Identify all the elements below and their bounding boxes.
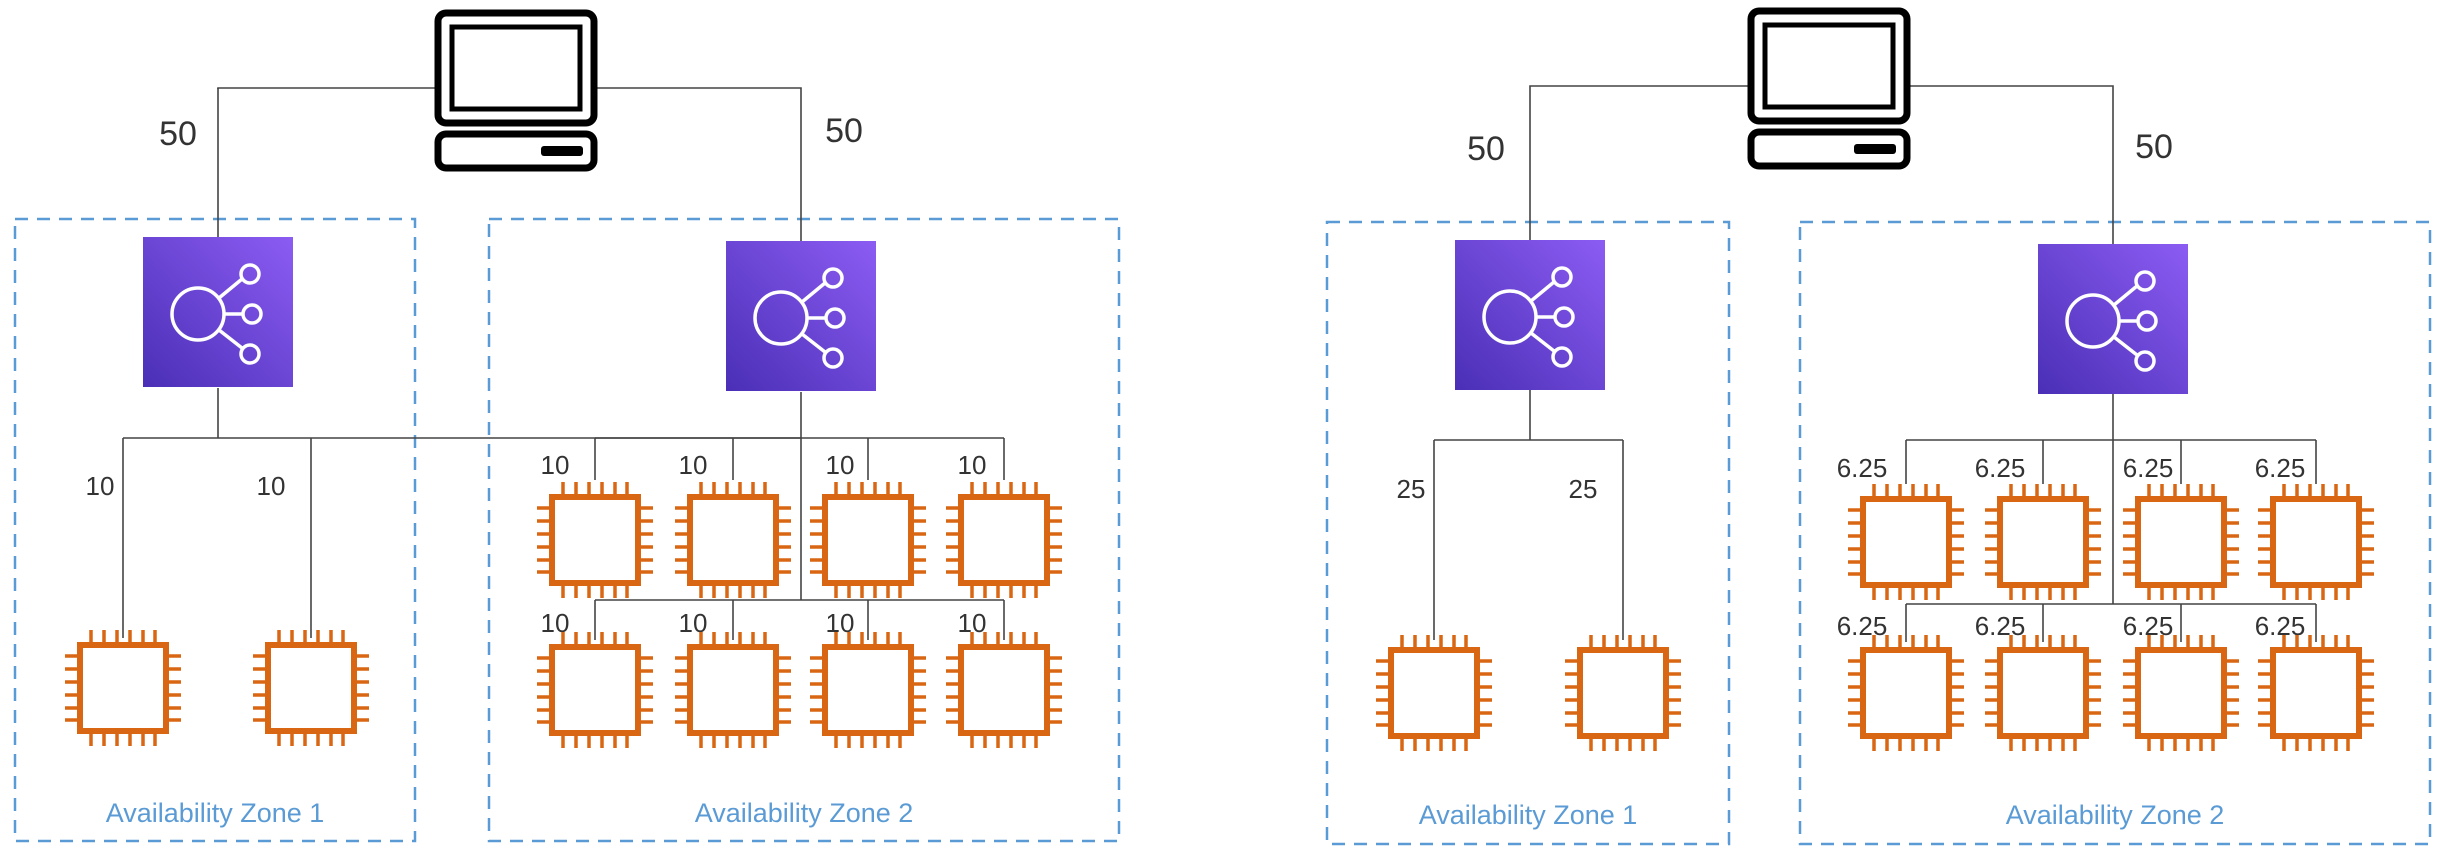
ec2-instance-icon xyxy=(1848,484,1964,600)
availability-zone-1-box xyxy=(1325,220,1731,846)
client-weight-right: 50 xyxy=(825,112,863,150)
instance-weight: 6.25 xyxy=(1975,453,2026,483)
ec2-instance-icon xyxy=(537,632,653,748)
ec2-instance-icon xyxy=(253,630,369,746)
diagram-without-cross-zone: Availability Zone 1 Availability Zone 2 … xyxy=(13,9,1121,843)
ec2-instance-icon xyxy=(2258,484,2374,600)
instance-weight: 10 xyxy=(541,608,570,638)
instance-weight: 10 xyxy=(826,450,855,480)
ec2-instance-icon xyxy=(1985,484,2101,600)
instance-weight: 25 xyxy=(1397,474,1426,504)
instance-weight: 10 xyxy=(86,471,115,501)
zone-2-label: Availability Zone 2 xyxy=(695,798,914,828)
client-weight-left: 50 xyxy=(1467,130,1505,168)
ec2-instance-icon xyxy=(675,632,791,748)
load-balancer-zone-2-icon xyxy=(726,241,876,391)
instance-weight: 10 xyxy=(257,471,286,501)
ec2-instance-icon xyxy=(2123,484,2239,600)
ec2-instance-icon xyxy=(65,630,181,746)
ec2-instance-icon xyxy=(810,632,926,748)
client-computer-icon xyxy=(434,9,598,172)
load-balancer-zone-1-icon xyxy=(1455,240,1605,390)
load-balancer-zone-1-icon xyxy=(143,237,293,387)
ec2-instance-icon xyxy=(946,482,1062,598)
ec2-instance-icon xyxy=(1565,635,1681,751)
availability-zone-2-box xyxy=(487,217,1121,843)
client-link-left xyxy=(217,87,437,237)
instance-weight: 10 xyxy=(679,608,708,638)
instance-weight: 6.25 xyxy=(1837,611,1888,641)
instance-weight: 25 xyxy=(1569,474,1598,504)
ec2-instance-icon xyxy=(1985,635,2101,751)
ec2-instance-icon xyxy=(946,632,1062,748)
instance-weight: 6.25 xyxy=(1837,453,1888,483)
instance-weight: 6.25 xyxy=(1975,611,2026,641)
instance-weight: 10 xyxy=(679,450,708,480)
ec2-instance-icon xyxy=(537,482,653,598)
ec2-instance-icon xyxy=(1376,635,1492,751)
availability-zone-1-box xyxy=(13,217,417,843)
ec2-instance-icon xyxy=(2258,635,2374,751)
ec2-instance-icon xyxy=(675,482,791,598)
client-link-right xyxy=(1908,85,2114,244)
availability-zone-2-box xyxy=(1798,220,2432,846)
instance-weight: 6.25 xyxy=(2255,453,2306,483)
client-link-right xyxy=(595,87,802,241)
ec2-instance-icon xyxy=(2123,635,2239,751)
zone-2-label: Availability Zone 2 xyxy=(2006,800,2225,830)
load-balancer-zone-2-icon xyxy=(2038,244,2188,394)
ec2-instance-icon xyxy=(1848,635,1964,751)
instance-weight: 10 xyxy=(958,450,987,480)
instance-weight: 10 xyxy=(541,450,570,480)
ec2-instance-icon xyxy=(810,482,926,598)
client-link-left xyxy=(1529,85,1750,240)
instance-weight: 6.25 xyxy=(2123,453,2174,483)
diagram-with-cross-zone: Availability Zone 1 Availability Zone 2 … xyxy=(1325,7,2432,846)
client-computer-icon xyxy=(1747,7,1911,170)
client-weight-right: 50 xyxy=(2135,128,2173,166)
zone-1-label: Availability Zone 1 xyxy=(106,798,325,828)
zone-1-label: Availability Zone 1 xyxy=(1419,800,1638,830)
client-weight-left: 50 xyxy=(159,115,197,153)
